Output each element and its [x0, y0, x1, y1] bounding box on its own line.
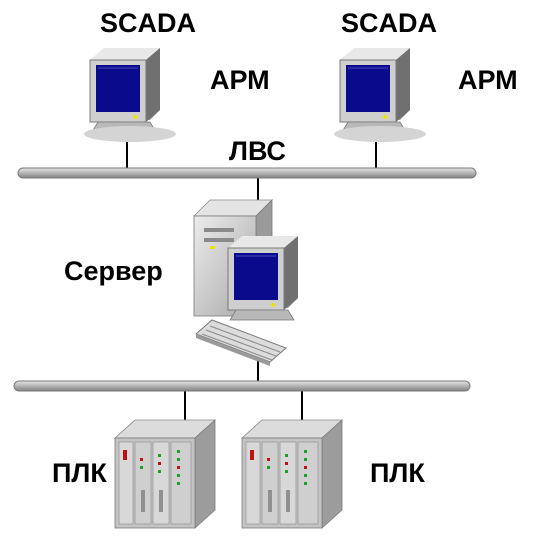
plc-left-icon — [114, 419, 216, 529]
scada-label-left: SCADA — [100, 8, 197, 38]
workstation-monitor-left-icon — [89, 47, 161, 133]
arm-label-right: АРМ — [458, 65, 518, 95]
monitor-shadow-left — [84, 126, 176, 142]
plc-label-right: ПЛК — [370, 458, 425, 488]
monitor-shadow-right — [334, 126, 426, 142]
lan-bus — [17, 167, 477, 179]
workstation-monitor-right-icon — [339, 47, 411, 133]
lan-label: ЛВС — [229, 136, 286, 166]
plc-right-icon — [241, 419, 343, 529]
arm-label-left: АРМ — [210, 65, 270, 95]
scada-label-right: SCADA — [341, 8, 438, 38]
server-label: Сервер — [64, 256, 163, 286]
field-bus — [13, 380, 471, 392]
keyboard-icon — [195, 319, 287, 366]
server-monitor-icon — [227, 235, 299, 321]
plc-label-left: ПЛК — [52, 458, 107, 488]
